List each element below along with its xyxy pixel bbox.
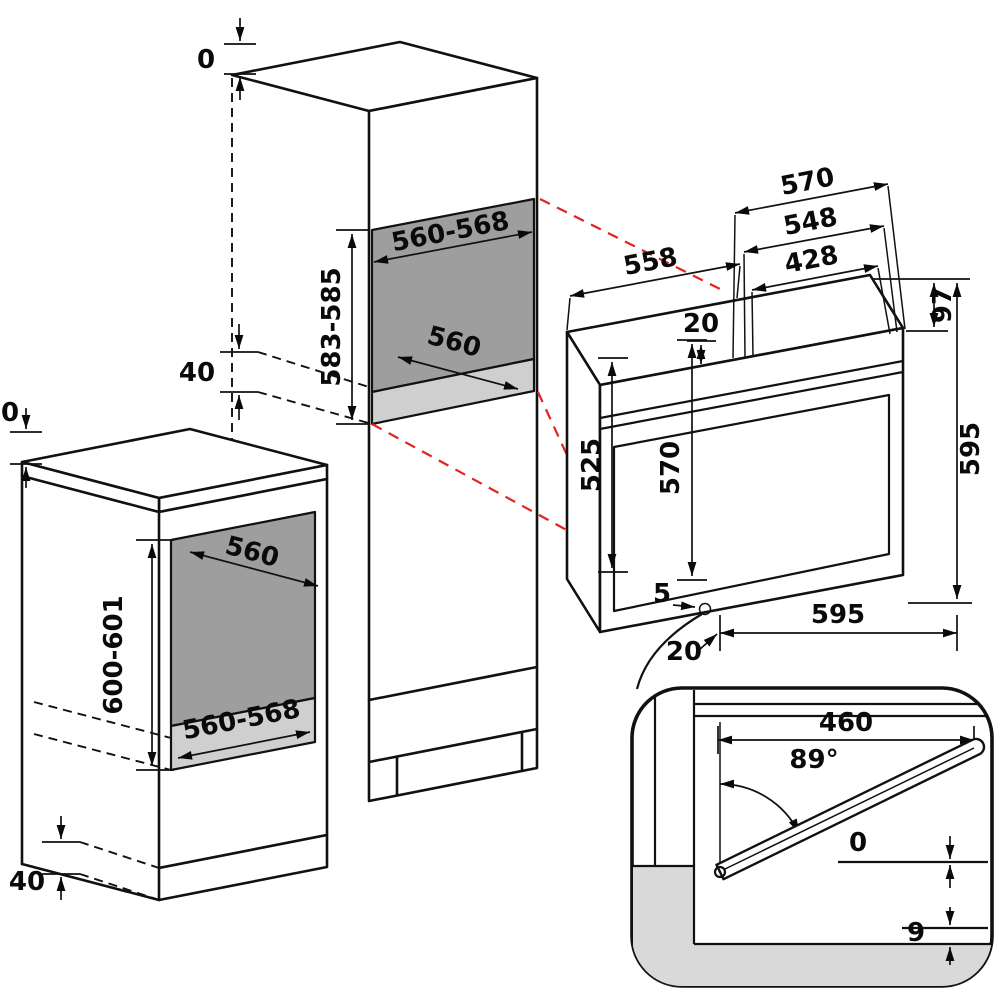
door-angle-arc <box>719 779 800 834</box>
tall-side-gap-label: 40 <box>179 358 215 388</box>
tall-niche-height-label: 583-585 <box>317 267 347 386</box>
oven-total-height-label: 595 <box>956 422 986 476</box>
tall-cabinet-front-face <box>367 76 539 803</box>
dim-oven-front-top: 20 <box>683 309 719 364</box>
door-detail-callout: 460 89° 0 9 <box>630 613 994 988</box>
dim-oven-front-height: 570 <box>656 339 707 581</box>
door-angle-label: 89° <box>789 745 838 775</box>
oven-total-width-label: 595 <box>811 600 865 630</box>
dim-door-top-clearance <box>838 836 988 888</box>
dim-oven-total-width: 595 <box>719 600 958 651</box>
base-cabinet-left-face <box>22 476 159 900</box>
oven <box>565 273 905 634</box>
dim-door-bottom-clearance <box>902 907 988 965</box>
door-inner-line <box>724 747 975 870</box>
dim-oven-bottom-gap: 5 <box>653 579 712 616</box>
base-cabinet <box>20 427 329 902</box>
tall-top-gap-label: 0 <box>197 45 215 75</box>
base-top-gap-label: 0 <box>1 398 19 428</box>
callout-anchor-circle <box>698 602 712 616</box>
base-hidden-floor-edge <box>33 701 172 739</box>
base-bottom-gap-label: 40 <box>9 867 45 897</box>
base-cabinet-plinth <box>157 833 329 902</box>
dim-oven-bottom-offset: 20 <box>666 633 718 667</box>
dim-oven-total-height: 595 <box>908 283 986 604</box>
oven-depth-label: 558 <box>621 242 680 282</box>
oven-bottom-gap-label: 5 <box>653 579 671 609</box>
floor-section-gray <box>633 944 991 986</box>
dim-oven-body-height: 525 <box>577 357 628 573</box>
oven-front-height-label: 570 <box>656 441 686 495</box>
callout-leader <box>635 613 703 690</box>
door-hinge <box>713 865 727 879</box>
dim-tall-side-gap: 40 <box>179 324 373 425</box>
base-niche-height-label: 600-601 <box>99 595 129 714</box>
callout-content <box>633 690 991 986</box>
door-width-label: 460 <box>819 708 873 738</box>
dim-tall-niche-height: 583-585 <box>317 229 370 425</box>
open-door <box>715 737 986 881</box>
dim-base-bottom-gap: 40 <box>9 816 160 901</box>
base-hidden-floor-edge2 <box>33 733 172 771</box>
dim-tall-top-gap: 0 <box>197 18 256 100</box>
oven-bottom-offset-label: 20 <box>666 637 702 667</box>
oven-front-top-label: 20 <box>683 309 719 339</box>
oven-dimensions: 570 548 428 558 20 97 <box>566 162 986 667</box>
oven-control-panel-line <box>599 359 904 420</box>
dim-base-top-gap: 0 <box>1 398 42 488</box>
dim-base-niche-height: 600-601 <box>99 539 174 771</box>
oven-panel-height-label: 97 <box>928 287 958 323</box>
oven-body-height-label: 525 <box>577 438 607 492</box>
door-bottom-clearance-label: 9 <box>907 918 925 948</box>
door-top-clearance-label: 0 <box>849 828 867 858</box>
